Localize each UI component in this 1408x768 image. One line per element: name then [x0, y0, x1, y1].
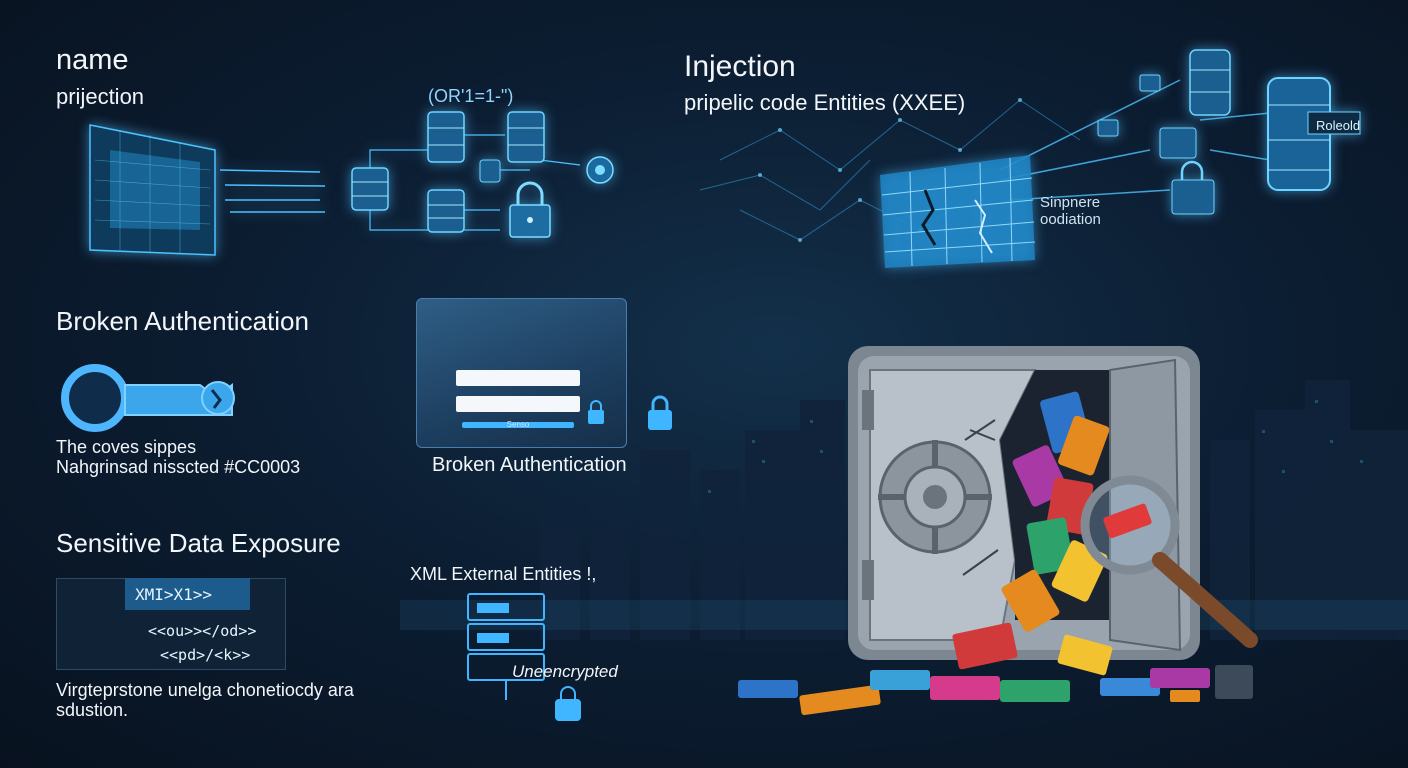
database-label: Roleold — [1316, 118, 1361, 133]
lock-icon — [588, 400, 604, 424]
section-subtitle-xxe: pripelic code Entities (XXEE) — [684, 90, 966, 115]
firewall-label-line1: Sinpnere — [1040, 194, 1101, 211]
footer-description-line1: Virgteprstone unelga chonetiocdy ara — [56, 680, 354, 700]
auth-description-line2: Nahgrinsad nisscted #CC0003 — [56, 457, 301, 477]
code-panel-header — [125, 578, 250, 610]
city-skyline — [540, 380, 1408, 640]
code-header-text: XMI>X1>> — [135, 585, 213, 604]
firewall-brick-wall — [880, 155, 1036, 268]
footer-description-line2: sdustion. — [56, 700, 129, 720]
code-line-2: <<pd>/<k>> — [160, 646, 251, 664]
key-icon — [61, 364, 235, 432]
login-panel-caption: Broken Authentication — [432, 454, 627, 476]
password-field[interactable] — [456, 396, 580, 412]
unencrypted-label: Uneencrypted — [512, 662, 618, 681]
server-stack-icon — [467, 593, 581, 721]
code-line-1: <<ou>></od>> — [148, 622, 257, 640]
section-title-sensitive-data-exposure: Sensitive Data Exposure — [56, 528, 341, 558]
xml-external-entities-label: XML External Entities !, — [410, 564, 597, 584]
username-field[interactable] — [456, 370, 580, 386]
injection-flow-diagram — [89, 111, 614, 256]
section-title-broken-authentication: Broken Authentication — [56, 306, 309, 336]
section-subtitle-prijection: prijection — [56, 84, 145, 109]
section-title-injection: Injection — [684, 50, 796, 83]
login-button-label: Senso — [506, 420, 530, 429]
auth-description-line1: The coves sippes — [56, 437, 197, 457]
section-title-name: name — [56, 44, 129, 76]
firewall-label-line2: oodiation — [1040, 211, 1101, 228]
broken-safe-illustration — [738, 346, 1258, 716]
sql-injection-snippet: (OR'1=1-") — [428, 86, 514, 106]
login-button[interactable] — [462, 422, 574, 428]
target-databases — [1097, 49, 1361, 215]
